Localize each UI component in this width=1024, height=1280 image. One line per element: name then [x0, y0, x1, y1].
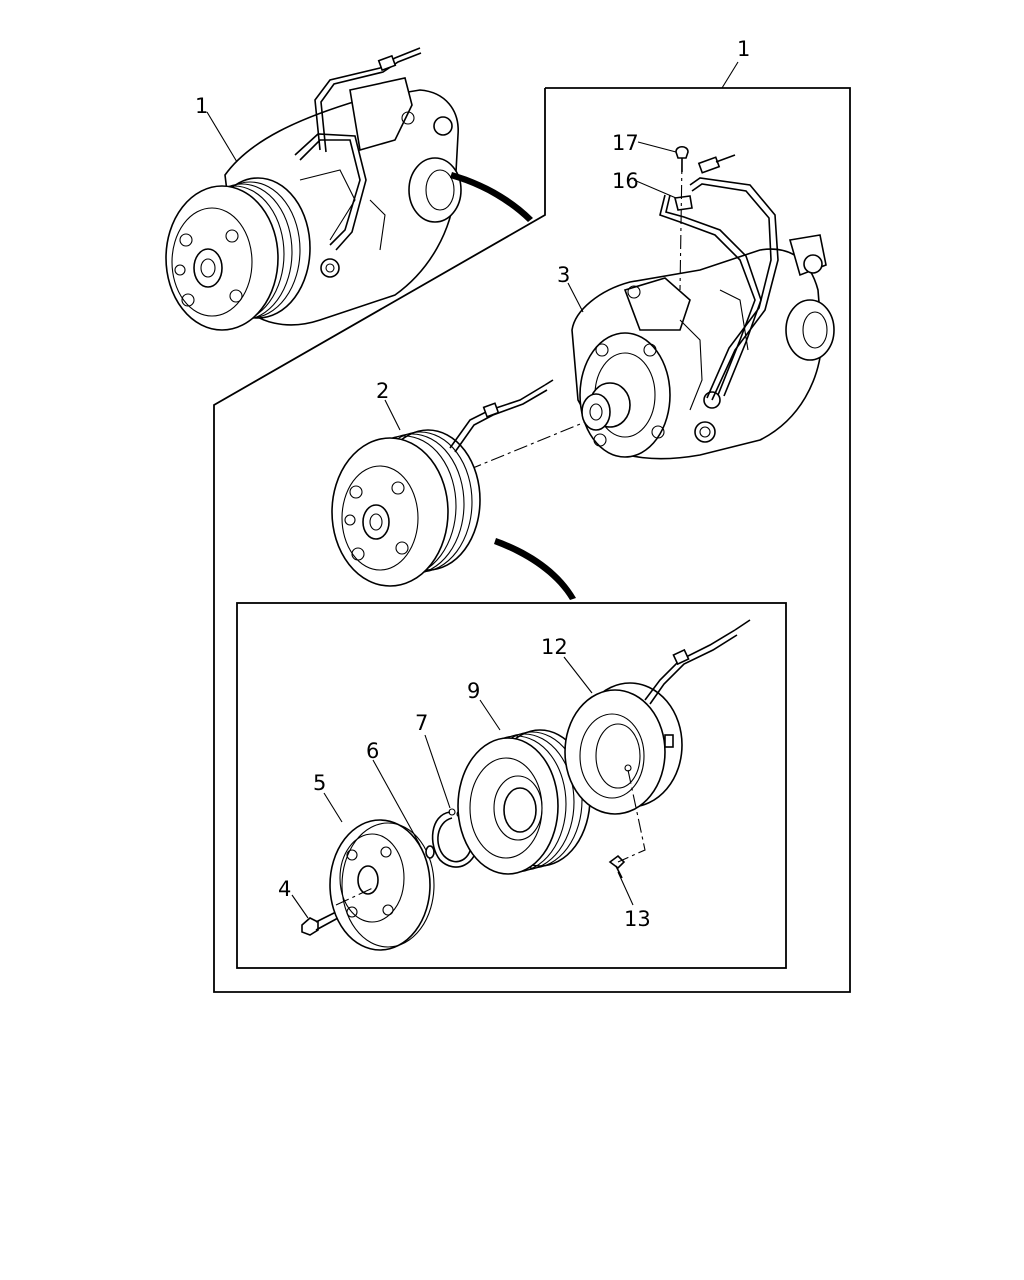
callout-screw-coil: 13	[624, 907, 651, 931]
explode-arrow-middle	[494, 538, 576, 600]
callout-labels: 1 1 3 2 4 5 6 7 9 12 13 16 17	[195, 37, 750, 931]
callout-snap-ring: 7	[415, 711, 428, 735]
callout-assembly-left: 1	[195, 94, 208, 118]
hub-part-5	[329, 819, 435, 951]
inner-clutch-frame	[236, 602, 787, 969]
clutch-assembly	[331, 379, 554, 587]
callout-shim: 6	[366, 739, 379, 763]
callout-coil: 12	[541, 635, 568, 659]
callout-compressor: 3	[557, 263, 570, 287]
callout-clip: 16	[612, 169, 639, 193]
outer-assembly-frame	[213, 87, 851, 993]
callout-clutch-assembly: 2	[376, 379, 389, 403]
coil-part-12	[564, 619, 751, 815]
compressor-assembly-complete	[165, 47, 462, 331]
compressor-body	[571, 154, 835, 460]
callout-bolt: 4	[278, 877, 291, 901]
explode-arrow-top	[450, 172, 533, 222]
bolt-part-4	[301, 911, 339, 936]
callout-screw-top: 17	[612, 131, 639, 155]
leader-lines	[206, 61, 739, 919]
callout-hub: 5	[313, 771, 326, 795]
screw-part-17	[675, 145, 689, 172]
clutch-axis-line	[467, 421, 586, 471]
screw-part-13	[608, 769, 646, 879]
callout-assembly-right: 1	[737, 37, 750, 61]
shim-part-6	[425, 845, 435, 859]
pulley-part-9	[457, 729, 591, 875]
callout-pulley: 9	[467, 679, 480, 703]
